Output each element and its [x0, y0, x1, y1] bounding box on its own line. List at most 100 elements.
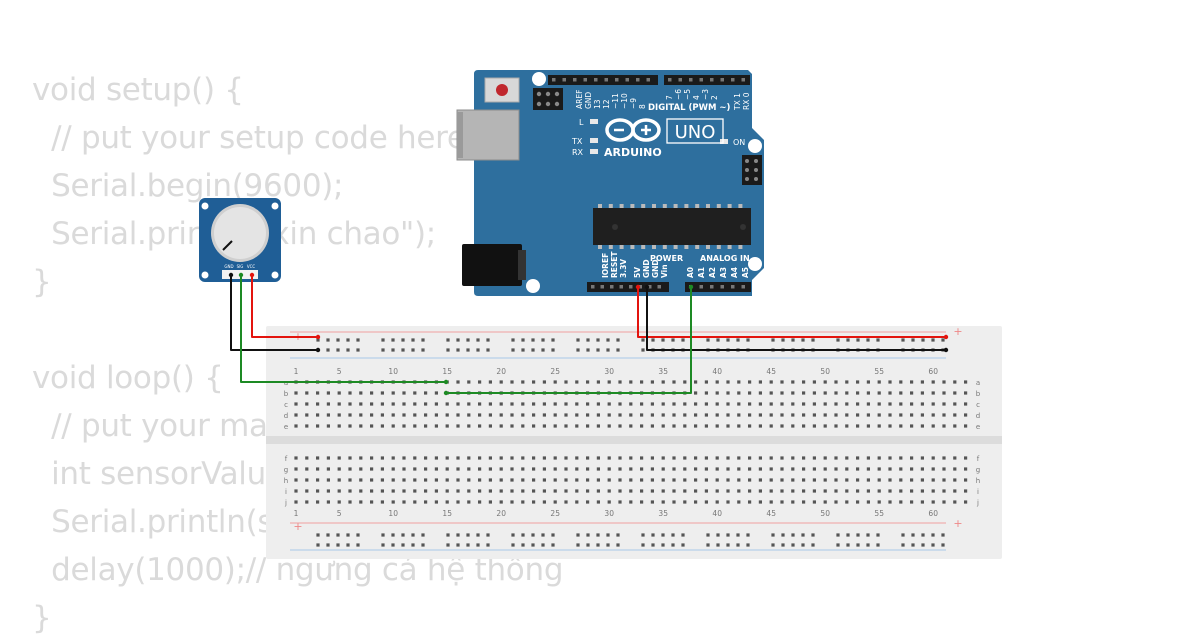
- breadboard-hole[interactable]: [715, 489, 719, 493]
- rail-hole[interactable]: [586, 338, 590, 342]
- breadboard-hole[interactable]: [866, 413, 870, 417]
- breadboard-hole[interactable]: [834, 402, 838, 406]
- breadboard-hole[interactable]: [586, 467, 590, 471]
- breadboard-hole[interactable]: [888, 456, 892, 460]
- rail-hole[interactable]: [726, 533, 730, 537]
- breadboard-hole[interactable]: [683, 424, 687, 428]
- rail-hole[interactable]: [456, 338, 460, 342]
- rail-hole[interactable]: [346, 543, 350, 547]
- breadboard-hole[interactable]: [899, 413, 903, 417]
- breadboard-hole[interactable]: [899, 391, 903, 395]
- rail-hole[interactable]: [746, 543, 750, 547]
- breadboard-hole[interactable]: [305, 456, 309, 460]
- breadboard-hole[interactable]: [650, 467, 654, 471]
- rail-hole[interactable]: [716, 533, 720, 537]
- breadboard-hole[interactable]: [964, 489, 968, 493]
- rail-hole[interactable]: [681, 533, 685, 537]
- breadboard-hole[interactable]: [413, 478, 417, 482]
- breadboard-hole[interactable]: [380, 456, 384, 460]
- breadboard-hole[interactable]: [586, 456, 590, 460]
- header-pin[interactable]: [678, 78, 683, 82]
- breadboard-hole[interactable]: [478, 478, 482, 482]
- breadboard-hole[interactable]: [607, 402, 611, 406]
- breadboard-hole[interactable]: [542, 424, 546, 428]
- rail-hole[interactable]: [836, 338, 840, 342]
- breadboard-hole[interactable]: [791, 391, 795, 395]
- rail-hole[interactable]: [326, 543, 330, 547]
- reset-button[interactable]: [484, 77, 520, 103]
- rail-hole[interactable]: [746, 533, 750, 537]
- rail-hole[interactable]: [531, 533, 535, 537]
- breadboard-hole[interactable]: [564, 424, 568, 428]
- rail-hole[interactable]: [846, 543, 850, 547]
- breadboard-hole[interactable]: [748, 391, 752, 395]
- breadboard-hole[interactable]: [607, 424, 611, 428]
- breadboard-hole[interactable]: [413, 456, 417, 460]
- breadboard-hole[interactable]: [564, 413, 568, 417]
- breadboard-hole[interactable]: [488, 478, 492, 482]
- rail-hole[interactable]: [401, 348, 405, 352]
- breadboard-hole[interactable]: [899, 489, 903, 493]
- wire-pot-gnd[interactable]: [230, 275, 318, 351]
- breadboard-hole[interactable]: [618, 456, 622, 460]
- breadboard-hole[interactable]: [964, 380, 968, 384]
- breadboard-hole[interactable]: [499, 467, 503, 471]
- breadboard-hole[interactable]: [391, 424, 395, 428]
- breadboard-hole[interactable]: [910, 456, 914, 460]
- breadboard-hole[interactable]: [478, 467, 482, 471]
- breadboard-hole[interactable]: [899, 402, 903, 406]
- breadboard-hole[interactable]: [748, 489, 752, 493]
- breadboard-hole[interactable]: [683, 489, 687, 493]
- breadboard-hole[interactable]: [802, 380, 806, 384]
- breadboard-hole[interactable]: [694, 413, 698, 417]
- breadboard-hole[interactable]: [413, 500, 417, 504]
- breadboard-hole[interactable]: [542, 402, 546, 406]
- breadboard-hole[interactable]: [316, 424, 320, 428]
- rail-hole[interactable]: [616, 543, 620, 547]
- breadboard-hole[interactable]: [294, 478, 298, 482]
- breadboard-hole[interactable]: [499, 424, 503, 428]
- breadboard-hole[interactable]: [877, 489, 881, 493]
- breadboard-hole[interactable]: [834, 413, 838, 417]
- breadboard-hole[interactable]: [402, 402, 406, 406]
- breadboard-hole[interactable]: [424, 402, 428, 406]
- breadboard-hole[interactable]: [704, 500, 708, 504]
- breadboard-hole[interactable]: [575, 413, 579, 417]
- rail-hole[interactable]: [401, 338, 405, 342]
- breadboard-hole[interactable]: [575, 489, 579, 493]
- rail-hole[interactable]: [336, 348, 340, 352]
- breadboard-hole[interactable]: [866, 424, 870, 428]
- breadboard-hole[interactable]: [964, 424, 968, 428]
- rail-hole[interactable]: [941, 543, 945, 547]
- header-pin[interactable]: [591, 285, 595, 289]
- breadboard-hole[interactable]: [348, 424, 352, 428]
- breadboard-hole[interactable]: [856, 500, 860, 504]
- rail-hole[interactable]: [641, 348, 645, 352]
- rail-hole[interactable]: [876, 543, 880, 547]
- breadboard-hole[interactable]: [618, 424, 622, 428]
- breadboard-hole[interactable]: [769, 489, 773, 493]
- breadboard-hole[interactable]: [802, 402, 806, 406]
- breadboard-hole[interactable]: [683, 456, 687, 460]
- breadboard-hole[interactable]: [650, 478, 654, 482]
- breadboard-hole[interactable]: [326, 424, 330, 428]
- breadboard-hole[interactable]: [532, 467, 536, 471]
- breadboard-hole[interactable]: [337, 500, 341, 504]
- breadboard-hole[interactable]: [359, 467, 363, 471]
- breadboard-hole[interactable]: [521, 489, 525, 493]
- rail-hole[interactable]: [681, 543, 685, 547]
- breadboard-hole[interactable]: [661, 380, 665, 384]
- breadboard-hole[interactable]: [456, 456, 460, 460]
- breadboard-hole[interactable]: [748, 456, 752, 460]
- rail-hole[interactable]: [346, 533, 350, 537]
- breadboard-hole[interactable]: [305, 402, 309, 406]
- breadboard-hole[interactable]: [618, 489, 622, 493]
- breadboard-hole[interactable]: [434, 467, 438, 471]
- breadboard-hole[interactable]: [640, 500, 644, 504]
- breadboard-hole[interactable]: [553, 500, 557, 504]
- breadboard-hole[interactable]: [532, 402, 536, 406]
- breadboard-hole[interactable]: [305, 413, 309, 417]
- rail-hole[interactable]: [421, 533, 425, 537]
- breadboard-hole[interactable]: [802, 467, 806, 471]
- breadboard-hole[interactable]: [661, 489, 665, 493]
